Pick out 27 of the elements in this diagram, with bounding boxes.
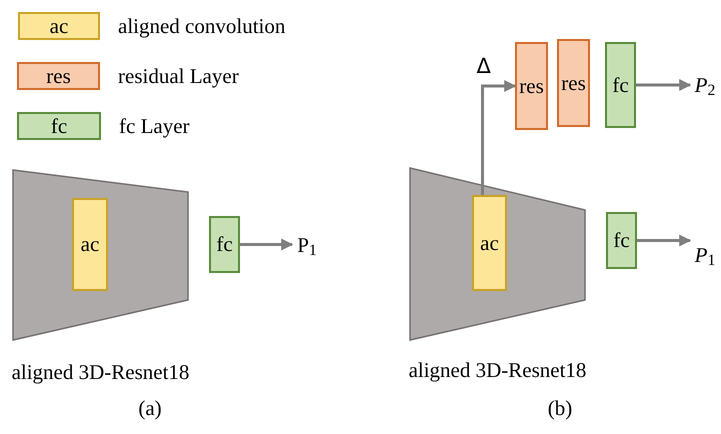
fc-block: fc [209,216,240,273]
arrow [636,79,692,91]
arrow [240,238,294,250]
network-trapezoid [410,168,585,340]
conv-block: ac [472,195,507,291]
edge-label: Δ [476,56,491,77]
legend-description: aligned convolution [118,14,286,38]
fc-block: fc [606,212,637,269]
arrow [637,234,692,246]
conv-block: ac [18,12,100,40]
network-caption: aligned 3D-Resnet18 [408,358,588,382]
network-trapezoid [13,170,188,340]
conv-block: ac [72,198,108,291]
panel-label: (b) [548,398,572,419]
network-caption: aligned 3D-Resnet18 [10,360,190,384]
output-label: P$_{2}$ [690,68,720,102]
arrow [481,80,516,195]
residual-block: res [515,42,548,130]
residual-block: res [17,62,100,90]
fc-block: fc [17,112,101,140]
legend-description: fc Layer [119,114,190,138]
output-label: P$_{1}$ [690,238,720,272]
output-label: P$_{1}$ [292,228,322,262]
legend-description: residual Layer [118,64,239,88]
panel-label: (a) [138,398,162,419]
residual-block: res [557,39,590,127]
fc-block: fc [605,42,636,128]
